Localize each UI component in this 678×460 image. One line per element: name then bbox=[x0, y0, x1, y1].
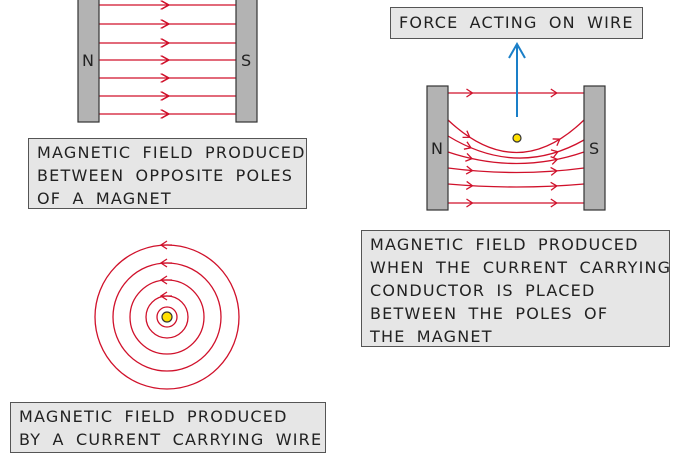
north-label: N bbox=[82, 51, 94, 70]
field-line bbox=[447, 167, 585, 174]
field-arrow bbox=[466, 198, 474, 208]
wire-dot bbox=[161, 311, 173, 323]
combined-caption: MAGNETIC FIELD PRODUCED WHEN THE CURRENT… bbox=[361, 230, 670, 347]
force-arrow bbox=[508, 41, 526, 117]
field-arrow bbox=[550, 88, 558, 98]
caption-line: MAGNETIC FIELD PRODUCED bbox=[37, 143, 306, 162]
field-line bbox=[447, 119, 585, 154]
field-line bbox=[447, 135, 585, 159]
caption-line: THE MAGNET bbox=[370, 327, 493, 346]
wire-caption: MAGNETIC FIELD PRODUCED BY A CURRENT CAR… bbox=[10, 402, 326, 453]
caption-line: CONDUCTOR IS PLACED bbox=[370, 281, 596, 300]
caption-line: BETWEEN OPPOSITE POLES bbox=[37, 166, 294, 185]
force-label-text: FORCE ACTING ON WIRE bbox=[399, 13, 634, 32]
caption-line: MAGNETIC FIELD PRODUCED bbox=[19, 407, 288, 426]
bar-magnet-field bbox=[99, 5, 236, 114]
south-label: S bbox=[241, 51, 251, 70]
field-arrow bbox=[552, 138, 561, 147]
field-arrow bbox=[466, 88, 474, 98]
wire-field-circles bbox=[94, 240, 240, 390]
field-arrow bbox=[550, 181, 559, 191]
caption-line: BY A CURRENT CARRYING WIRE bbox=[19, 430, 323, 449]
south-pole-combined bbox=[583, 85, 606, 211]
north-label-combined: N bbox=[431, 139, 443, 158]
field-arrow bbox=[465, 152, 474, 162]
field-arrow bbox=[550, 166, 559, 176]
field-arrow bbox=[550, 149, 559, 158]
magnet-caption: MAGNETIC FIELD PRODUCED BETWEEN OPPOSITE… bbox=[28, 138, 307, 209]
field-arrow bbox=[462, 130, 471, 139]
field-arrow bbox=[550, 198, 558, 208]
force-label: FORCE ACTING ON WIRE bbox=[390, 7, 643, 39]
caption-line: MAGNETIC FIELD PRODUCED bbox=[370, 235, 639, 254]
caption-line: OF A MAGNET bbox=[37, 189, 172, 208]
field-arrow bbox=[463, 141, 473, 150]
combined-field bbox=[447, 88, 585, 208]
field-arrow bbox=[550, 156, 559, 165]
field-arrow bbox=[465, 165, 474, 175]
caption-line: WHEN THE CURRENT CARRYING bbox=[370, 258, 672, 277]
caption-line: BETWEEN THE POLES OF bbox=[370, 304, 609, 323]
field-arrow bbox=[465, 180, 474, 190]
field-line bbox=[447, 183, 585, 188]
south-pole bbox=[235, 0, 258, 123]
conductor-dot bbox=[512, 133, 522, 143]
north-pole bbox=[77, 0, 100, 123]
south-label-combined: S bbox=[589, 139, 599, 158]
field-line bbox=[447, 151, 585, 165]
north-pole-combined bbox=[426, 85, 449, 211]
